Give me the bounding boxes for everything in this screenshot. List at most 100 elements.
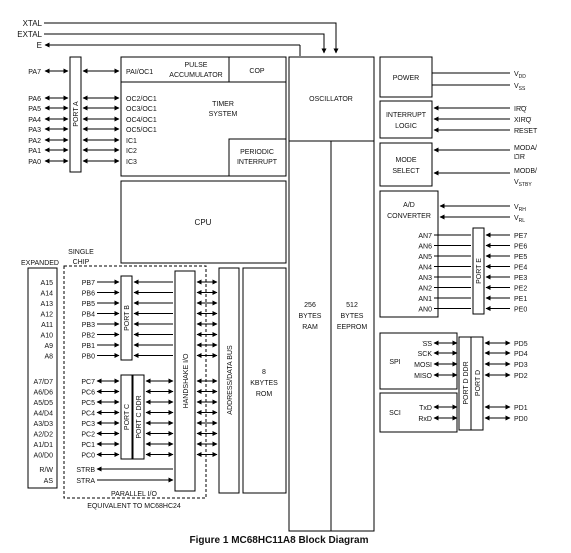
pb-label: PB4 bbox=[82, 312, 95, 319]
pd-label: PD2 bbox=[514, 373, 528, 380]
eeprom-label: EEPROM bbox=[337, 324, 368, 331]
pd-label: PD5 bbox=[514, 341, 528, 348]
expanded-column bbox=[27, 267, 58, 489]
port-d-ddr-label: PORT D DDR bbox=[463, 361, 470, 404]
interrupt-logic-l2: LOGIC bbox=[395, 123, 417, 130]
pb-label: PB2 bbox=[82, 333, 95, 340]
port-c-box bbox=[120, 374, 133, 460]
eeprom-unit: BYTES bbox=[341, 313, 364, 320]
expanded-addr-low-label: A0/D0 bbox=[34, 453, 54, 460]
cop-box bbox=[228, 56, 287, 83]
pulse-accumulator-box bbox=[120, 56, 230, 83]
pd-label: PD0 bbox=[514, 416, 528, 423]
pb-label: PB6 bbox=[82, 291, 95, 298]
pd-label: PD3 bbox=[514, 362, 528, 369]
expanded-addr-high-label: A8 bbox=[44, 354, 53, 361]
port-a-pin-label: PA0 bbox=[28, 159, 41, 166]
system-label: SYSTEM bbox=[209, 111, 238, 118]
expanded-addr-high-label: A15 bbox=[41, 280, 54, 287]
expanded-addr-high-label: A9 bbox=[44, 343, 53, 350]
ram-label: RAM bbox=[302, 324, 318, 331]
port-a-box bbox=[69, 56, 82, 173]
pc-label: PC4 bbox=[81, 411, 95, 418]
rom-unit: KBYTES bbox=[250, 380, 278, 387]
an-label: AN7 bbox=[418, 233, 432, 240]
pe-label: PE0 bbox=[514, 307, 527, 314]
an-label: AN3 bbox=[418, 275, 432, 282]
expanded-addr-low-label: A7/D7 bbox=[34, 379, 54, 386]
handshake-io-label: HANDSHAKE I/O bbox=[183, 353, 190, 408]
interrupt-pin-label: XIRQ bbox=[514, 117, 532, 124]
sci-box bbox=[379, 392, 458, 433]
pe-label: PE7 bbox=[514, 233, 527, 240]
eeprom-size: 512 bbox=[346, 302, 358, 309]
expanded-addr-high-label: A11 bbox=[41, 322, 53, 329]
expanded-ctrl-label: AS bbox=[44, 478, 54, 485]
spi-label: SPI bbox=[389, 359, 400, 366]
single-label: SINGLE bbox=[68, 249, 94, 256]
eeprom-box bbox=[330, 140, 375, 532]
port-e-label: PORT E bbox=[476, 258, 483, 284]
timer-signal-label: OC4/OC1 bbox=[126, 117, 157, 124]
timer-signal-label: OC3/OC1 bbox=[126, 106, 157, 113]
timer-signal-label: OC5/OC1 bbox=[126, 127, 157, 134]
pe-label: PE1 bbox=[514, 296, 527, 303]
accumulator-label: ACCUMULATOR bbox=[169, 72, 222, 79]
oscillator-box bbox=[288, 56, 375, 142]
strobe-label: STRB bbox=[76, 467, 95, 474]
port-b-box bbox=[120, 275, 133, 361]
an-label: AN5 bbox=[418, 254, 432, 261]
port-b-label: PORT B bbox=[124, 305, 131, 331]
port-a-pin-label: PA3 bbox=[28, 127, 41, 134]
xtal-label: XTAL bbox=[23, 19, 43, 28]
xtal-line bbox=[44, 22, 339, 54]
pulse-label: PULSE bbox=[185, 62, 208, 69]
expanded-addr-low-label: A5/D5 bbox=[34, 400, 54, 407]
ram-unit: BYTES bbox=[299, 313, 322, 320]
port-a-pin-label: PA2 bbox=[28, 138, 41, 145]
expanded-addr-high-label: A10 bbox=[41, 333, 54, 340]
address-data-bus-box bbox=[218, 267, 240, 494]
timer-signal-label: IC3 bbox=[126, 159, 137, 166]
pc-label: PC5 bbox=[81, 400, 95, 407]
spi-signal-label: MISO bbox=[414, 373, 432, 380]
ad-label: A/D bbox=[403, 202, 415, 209]
vss-label: VSS bbox=[514, 83, 526, 92]
port-d-label: PORT D bbox=[475, 370, 482, 396]
right-side-signals: VDDVSSIRQXIRQRESETMODA/LIRMODB/VSTBYVRHV… bbox=[414, 71, 538, 423]
timer-signal-label: OC2/OC1 bbox=[126, 96, 157, 103]
pc-label: PC1 bbox=[81, 442, 95, 449]
an-label: AN0 bbox=[418, 307, 432, 314]
rom-box bbox=[242, 267, 287, 494]
port-a-pin-label: PA4 bbox=[28, 117, 41, 124]
handshake-io-box bbox=[174, 270, 196, 492]
mode-label: MODE bbox=[396, 157, 417, 164]
pb-label: PB7 bbox=[82, 280, 95, 287]
cpu-label: CPU bbox=[195, 218, 212, 227]
converter-label: CONVERTER bbox=[387, 213, 431, 220]
pai-oc1-label: PAI/OC1 bbox=[126, 69, 153, 76]
spi-signal-label: SS bbox=[423, 341, 433, 348]
interrupt-logic-l1: INTERRUPT bbox=[386, 112, 427, 119]
bus-arrows bbox=[196, 279, 218, 457]
port-a-pin-label: PA7 bbox=[28, 69, 41, 76]
an-label: AN2 bbox=[418, 286, 432, 293]
spi-signal-label: MOSI bbox=[414, 362, 432, 369]
select-label: SELECT bbox=[392, 168, 420, 175]
expanded-addr-low-label: A6/D6 bbox=[34, 390, 54, 397]
interrupt-pin-label: RESET bbox=[514, 128, 538, 135]
pc-label: PC2 bbox=[81, 432, 95, 439]
address-data-bus-label: ADDRESS/DATA BUS bbox=[227, 345, 234, 415]
expanded-label: EXPANDED bbox=[21, 260, 59, 267]
port-a-pin-label: PA1 bbox=[28, 148, 41, 155]
pe-label: PE3 bbox=[514, 275, 527, 282]
interrupt-pin-label: IRQ bbox=[514, 106, 527, 113]
expanded-ctrl-label: R/W bbox=[39, 467, 53, 474]
oscillator-label: OSCILLATOR bbox=[309, 96, 353, 103]
port-c-ddr-box bbox=[132, 374, 145, 460]
strobe-label: STRA bbox=[76, 478, 95, 485]
interrupt-label: INTERRUPT bbox=[237, 159, 278, 166]
